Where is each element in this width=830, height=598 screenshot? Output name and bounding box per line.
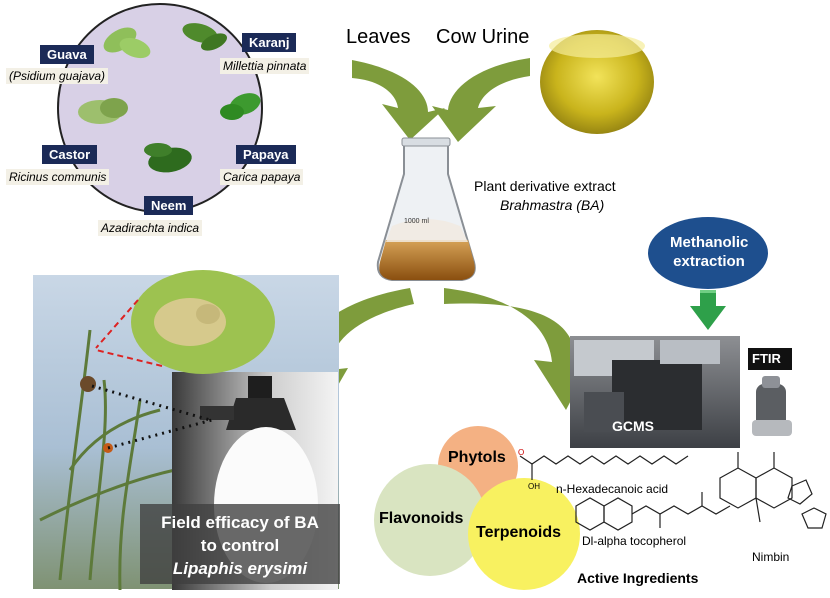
down-arrow: [690, 290, 726, 330]
hexadecanoic-structure: [519, 455, 689, 480]
phytol-hydroxyl-label: OH: [528, 482, 540, 491]
castor-leaves-image: [78, 98, 128, 124]
terpenoids-label: Terpenoids: [476, 524, 562, 541]
ftir-label: FTIR: [752, 351, 781, 366]
flavonoids-label: Flavonoids: [379, 510, 464, 527]
extract-label: Plant derivative extract: [474, 178, 616, 194]
ftir-label-box: [748, 348, 792, 370]
mustard-plants: [39, 329, 176, 591]
neem-label: Neem: [144, 196, 194, 215]
papaya-scientific-name: Carica papaya: [220, 169, 304, 185]
phytols-label: Phytols: [448, 449, 506, 466]
karanj-leaves-image: [182, 23, 228, 51]
arrow-to-analysis: [444, 288, 594, 410]
papaya-label: Papaya: [236, 145, 296, 164]
aphid-cluster: [80, 376, 96, 392]
flask-image: [376, 137, 476, 281]
ftir-instrument-image: [752, 376, 792, 436]
guava-leaves-image: [103, 27, 151, 59]
methanolic-label-line2: extraction: [673, 253, 745, 270]
field-caption-line2: to control: [200, 536, 280, 555]
guava-scientific-name: (Psidium guajava): [6, 68, 109, 84]
cow-urine-arrow: [432, 58, 530, 142]
castor-label: Castor: [42, 145, 98, 164]
methanolic-circle: [648, 217, 768, 289]
karanj-scientific-name: Millettia pinnata: [220, 58, 310, 74]
neem-leaves-image: [144, 143, 192, 173]
active-ingredients-title: Active Ingredients: [577, 570, 699, 586]
cow-urine-label: Cow Urine: [436, 26, 530, 48]
nimbin-label: Nimbin: [752, 550, 790, 564]
field-caption-box: [140, 504, 340, 584]
karanj-label: Karanj: [242, 33, 297, 52]
extract-name: Brahmastra (BA): [500, 197, 605, 213]
castor-scientific-name: Ricinus communis: [6, 169, 110, 185]
nimbin-structure: [719, 452, 827, 529]
flavonoids-circle: [374, 464, 486, 576]
cow-urine-image: [540, 30, 654, 134]
tocopherol-label: Dl-alpha tocopherol: [582, 534, 687, 548]
guava-label: Guava: [40, 45, 94, 64]
leaves-label: Leaves: [346, 26, 411, 48]
methanolic-label-line1: Methanolic: [670, 234, 749, 251]
leaves-arrow: [352, 60, 445, 140]
flask-volume-mark: 1000 ml: [404, 218, 429, 225]
terpenoids-circle: [468, 478, 580, 590]
hexadecanoic-label: n-Hexadecanoic acid: [556, 482, 669, 496]
phytol-oxygen-label: O: [518, 448, 525, 457]
neem-scientific-name: Azadirachta indica: [98, 220, 203, 236]
field-caption-line3: Lipaphis erysimi: [172, 559, 308, 578]
tocopherol-structure: [575, 492, 731, 531]
gcms-label: GCMS: [612, 418, 654, 434]
field-caption-line1: Field efficacy of BA: [161, 513, 319, 532]
aphid-inset: [131, 270, 275, 374]
papaya-leaves-image: [220, 93, 261, 120]
